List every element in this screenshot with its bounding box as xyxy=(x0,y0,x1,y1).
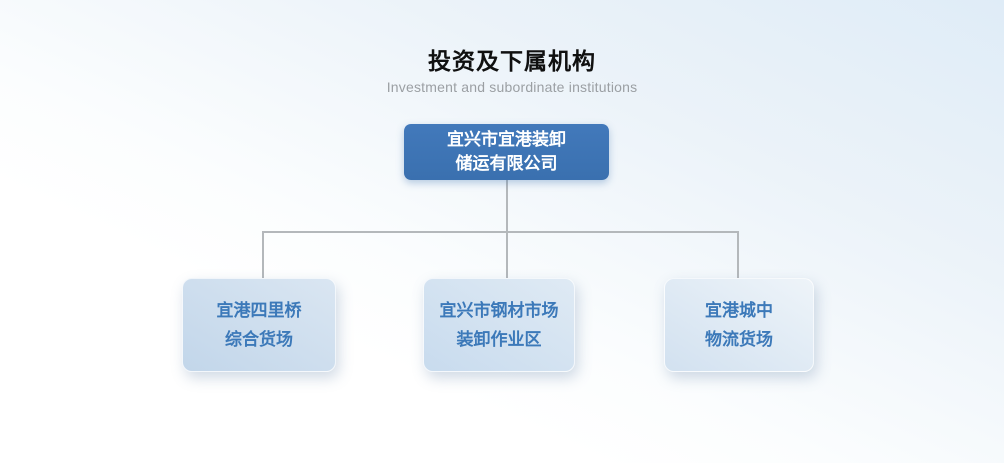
org-node-label-line2: 物流货场 xyxy=(705,330,773,349)
connector-root-stem xyxy=(506,180,508,231)
org-node-chengzhong-logistics: 宜港城中 物流货场 xyxy=(664,278,814,372)
org-node-label-line1: 宜港城中 xyxy=(705,301,773,320)
page-title: 投资及下属机构 xyxy=(428,48,596,74)
org-node-steel-market-area: 宜兴市钢材市场 装卸作业区 xyxy=(423,278,575,372)
org-node-root-line2: 储运有限公司 xyxy=(455,154,558,173)
org-node-label-line2: 综合货场 xyxy=(225,330,293,349)
org-node-root-line1: 宜兴市宜港装卸 xyxy=(447,130,566,149)
org-node-siliqiao-yard: 宜港四里桥 综合货场 xyxy=(182,278,336,372)
connector-drop-middle xyxy=(506,231,508,278)
page-header: 投资及下属机构 Investment and subordinate insti… xyxy=(20,48,1004,95)
org-node-label-line1: 宜港四里桥 xyxy=(216,301,302,320)
org-node-root: 宜兴市宜港装卸 储运有限公司 xyxy=(404,124,609,180)
org-node-label-line1: 宜兴市钢材市场 xyxy=(439,301,559,320)
page-subtitle: Investment and subordinate institutions xyxy=(386,79,638,95)
org-node-label-line2: 装卸作业区 xyxy=(456,330,542,349)
connector-drop-right xyxy=(737,231,739,278)
connector-horizontal xyxy=(262,231,739,233)
connector-drop-left xyxy=(262,231,264,278)
